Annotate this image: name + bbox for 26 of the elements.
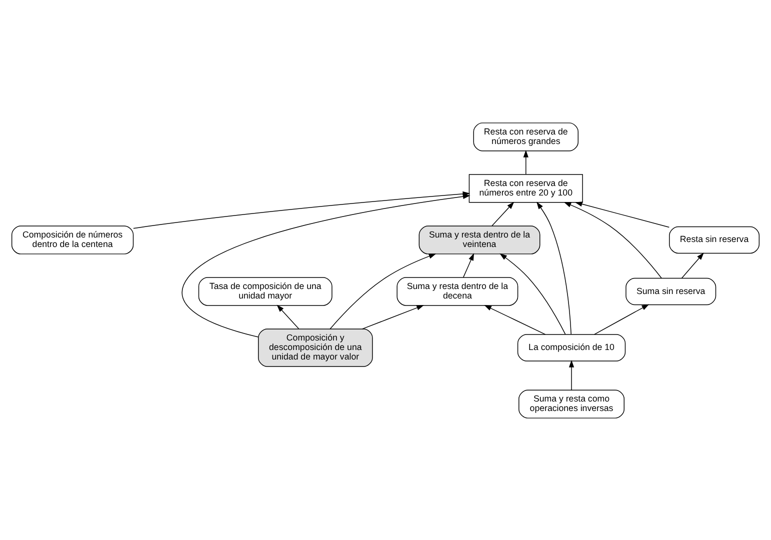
arrow [568, 359, 574, 390]
arrow [536, 201, 572, 334]
arrow [182, 193, 470, 337]
arrow [574, 201, 670, 228]
arrow [330, 253, 436, 329]
node-box: Suma sin reserva [626, 277, 716, 305]
node-box: Suma y resta dentro de la decena [396, 276, 518, 306]
arrow [564, 202, 662, 278]
arrow [484, 304, 546, 334]
node-box: Composición de números dentro de la centena [11, 225, 134, 254]
arrow [492, 201, 514, 226]
node-box: Resta con reserva de números entre 20 y 100 [468, 174, 583, 202]
arrow [523, 150, 528, 174]
arrow [594, 304, 650, 334]
arrow [681, 252, 704, 278]
node-box: Resta sin reserva [669, 226, 760, 254]
arrow [462, 252, 474, 278]
node-box: Resta con reserva de números grandes [473, 122, 578, 151]
arrow [500, 252, 566, 334]
arrow [362, 304, 424, 329]
node-box: Suma y resta dentro de la veintena [418, 225, 540, 254]
node-box: Tasa de composición de una unidad mayor [198, 276, 332, 306]
node-box: Composición y descomposición de una unidad de mayor valor [258, 328, 373, 366]
node-box: Suma y resta como operaciones inversas [518, 389, 624, 418]
node-box: La composición de 10 [517, 334, 626, 361]
arrow [276, 304, 300, 329]
